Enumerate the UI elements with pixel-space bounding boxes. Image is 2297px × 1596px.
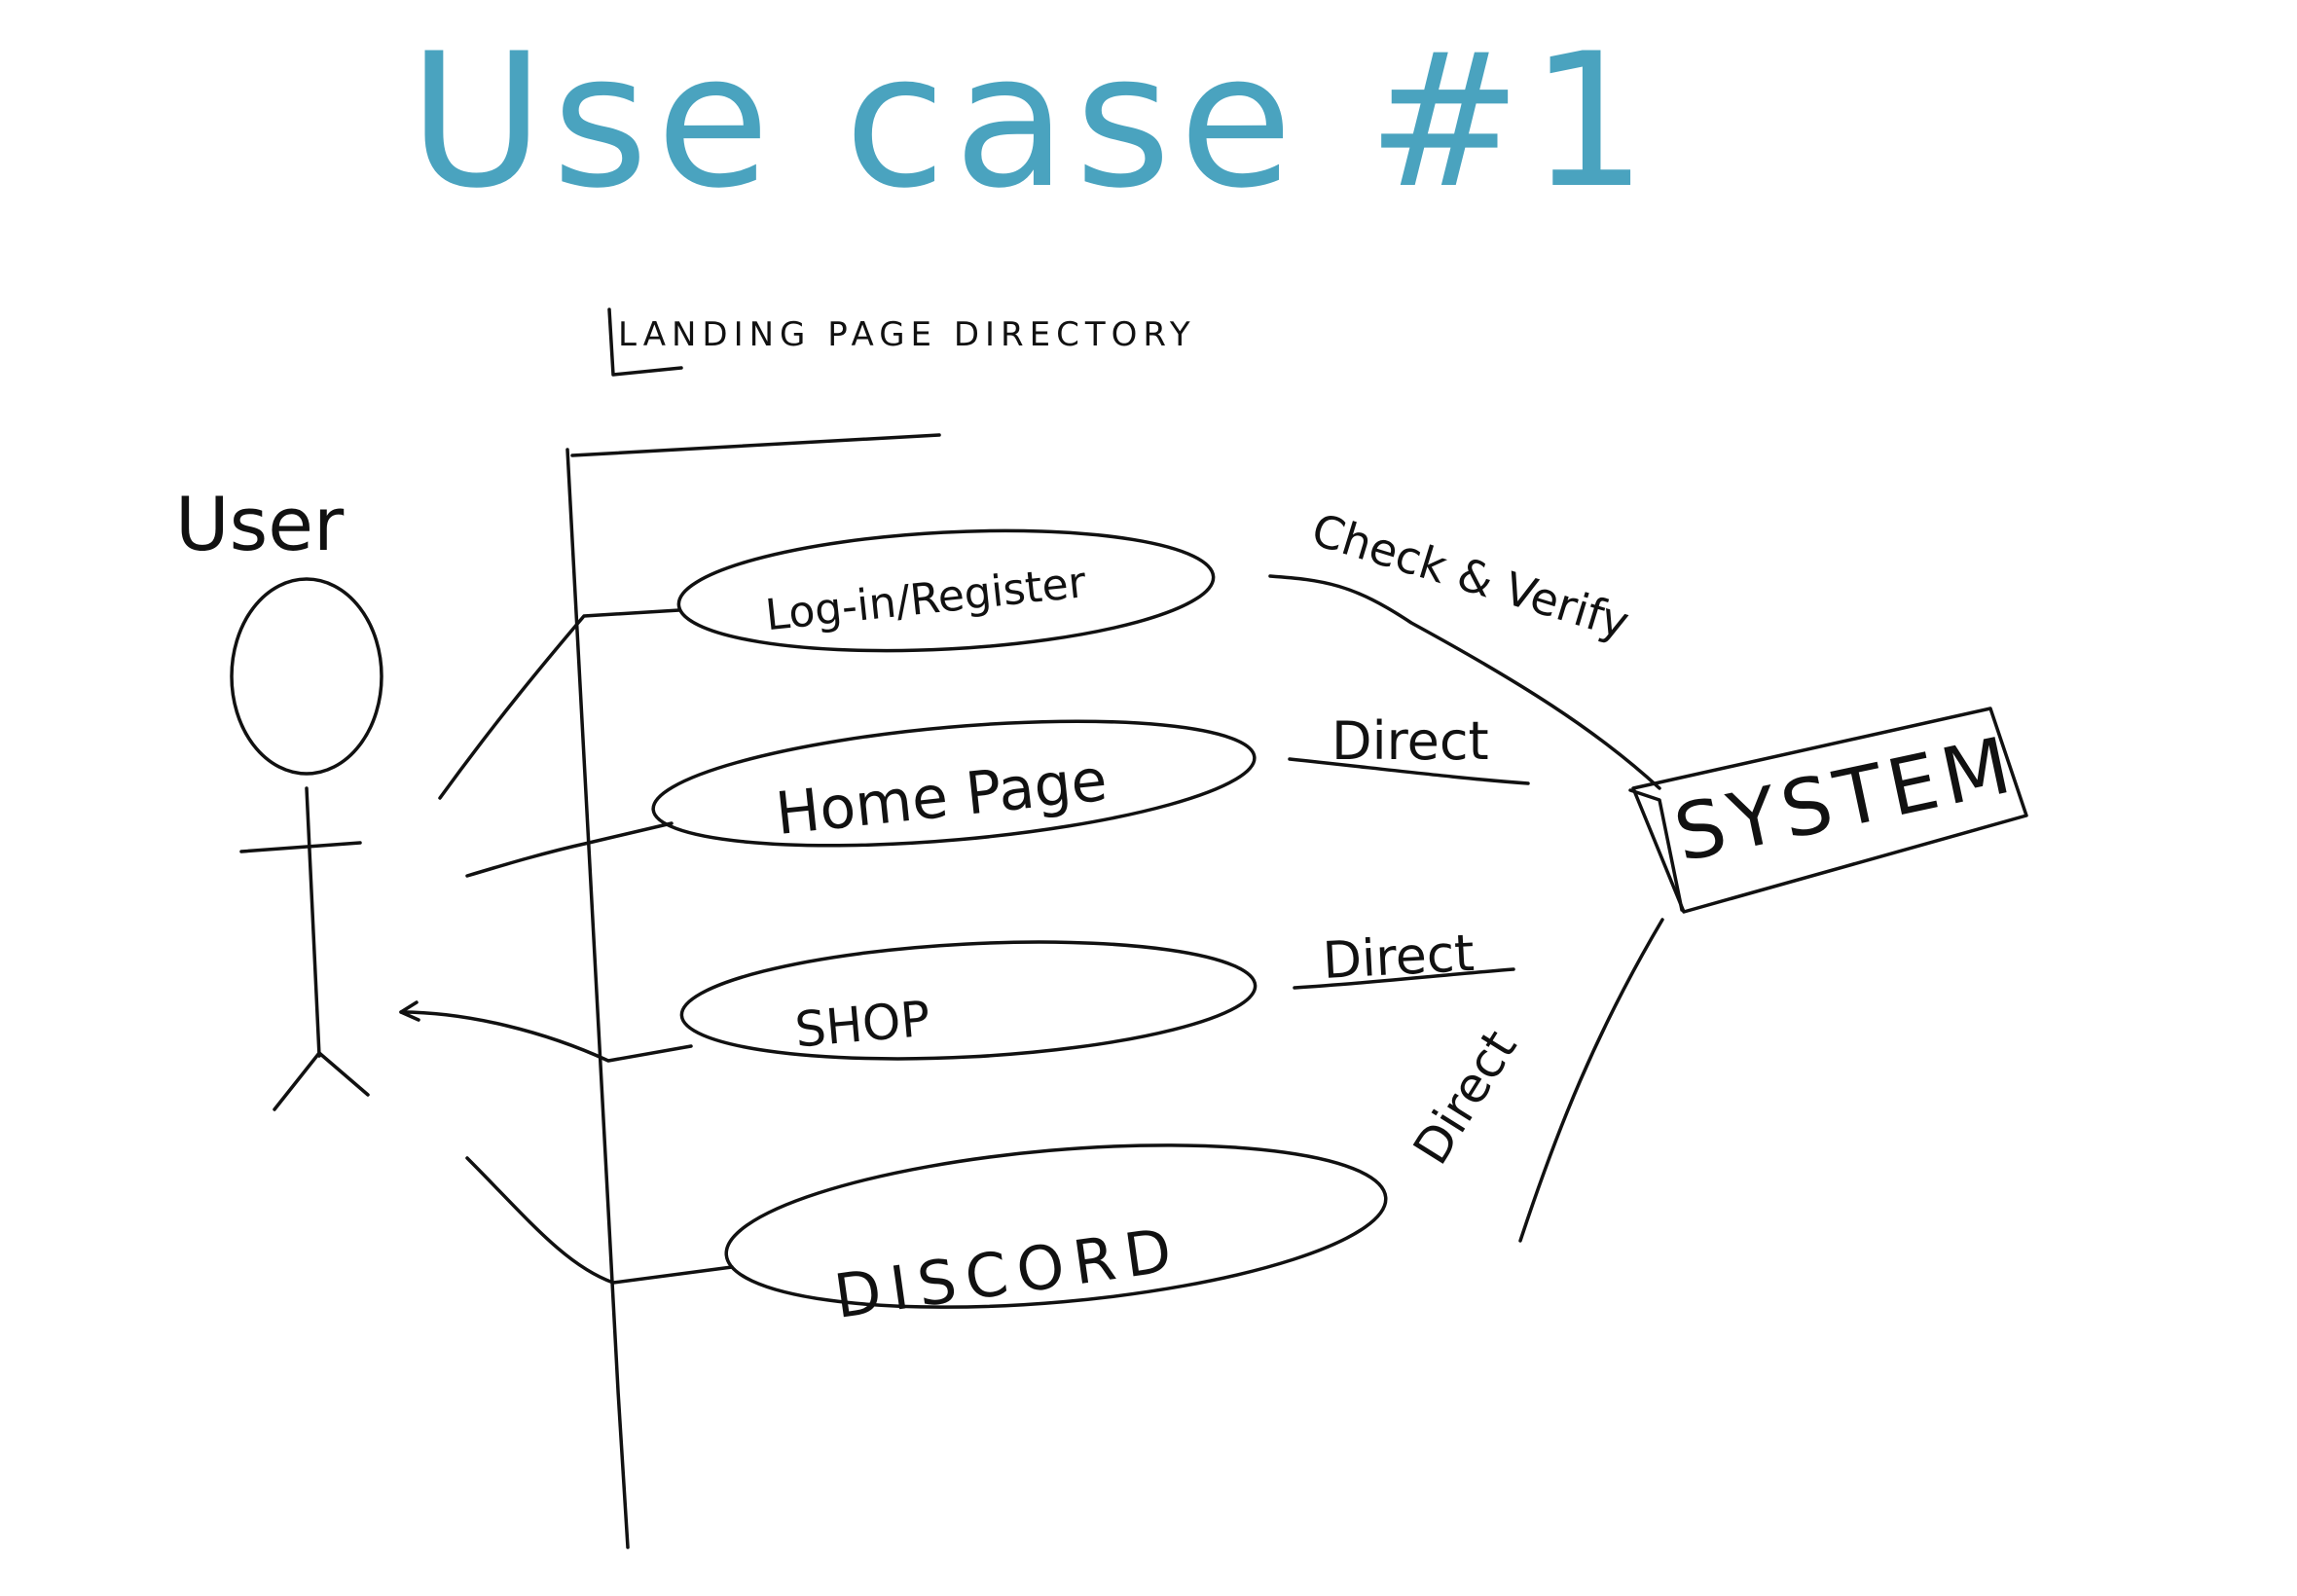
use-case-ellipse (676, 528, 1216, 653)
association-homepage (465, 821, 674, 878)
use-case-ellipse (651, 719, 1257, 848)
relation-check-verify-line (1268, 574, 1661, 790)
diagram-title: Use case #1 (409, 14, 1656, 229)
use-case-label: DISCORD (830, 1214, 1185, 1332)
actor-legs (273, 1051, 370, 1111)
relation-direct-shop-label: Direct (1322, 925, 1477, 991)
actor-label: User (175, 481, 345, 567)
system-boundary-top (570, 433, 941, 457)
system-box-bracket (1628, 788, 1684, 912)
relation-direct-homepage-line (1288, 757, 1530, 785)
relation-check-verify-label: Check & Verify (1306, 503, 1635, 649)
system-boundary-line (565, 448, 630, 1549)
association-login (438, 608, 681, 800)
relation-direct-homepage-label: Direct (1331, 710, 1489, 772)
use-case-home-page: Home Page (651, 719, 1257, 849)
relation-direct-discord-label: Direct (1403, 1021, 1528, 1175)
actor-arms (239, 841, 362, 853)
actor-stick-figure (230, 577, 383, 1111)
use-case-ellipse (679, 940, 1258, 1061)
use-case-label: Home Page (773, 746, 1111, 849)
association-shop-arrowhead (399, 1000, 420, 1022)
relation-direct-shop-line (1293, 967, 1515, 990)
association-shop (399, 1010, 693, 1063)
relation-direct-discord-line (1518, 918, 1664, 1243)
boundary-label-stroke (607, 308, 683, 377)
system-label: SYSTEM (1667, 719, 2024, 880)
use-case-label: SHOP (792, 991, 931, 1059)
actor-head (230, 577, 383, 776)
boundary-label: LANDING PAGE DIRECTORY (618, 315, 1196, 354)
use-case-login-register: Log-in/Register (676, 528, 1216, 653)
use-case-ellipse (724, 1143, 1388, 1309)
actor-body (305, 786, 321, 1058)
system-box-outline (1631, 707, 2028, 914)
system-box: SYSTEM (1628, 707, 2028, 914)
association-discord (465, 1156, 734, 1285)
use-case-discord: DISCORD (724, 1143, 1388, 1332)
use-case-shop: SHOP (679, 940, 1258, 1061)
use-case-label: Log-in/Register (763, 558, 1089, 640)
